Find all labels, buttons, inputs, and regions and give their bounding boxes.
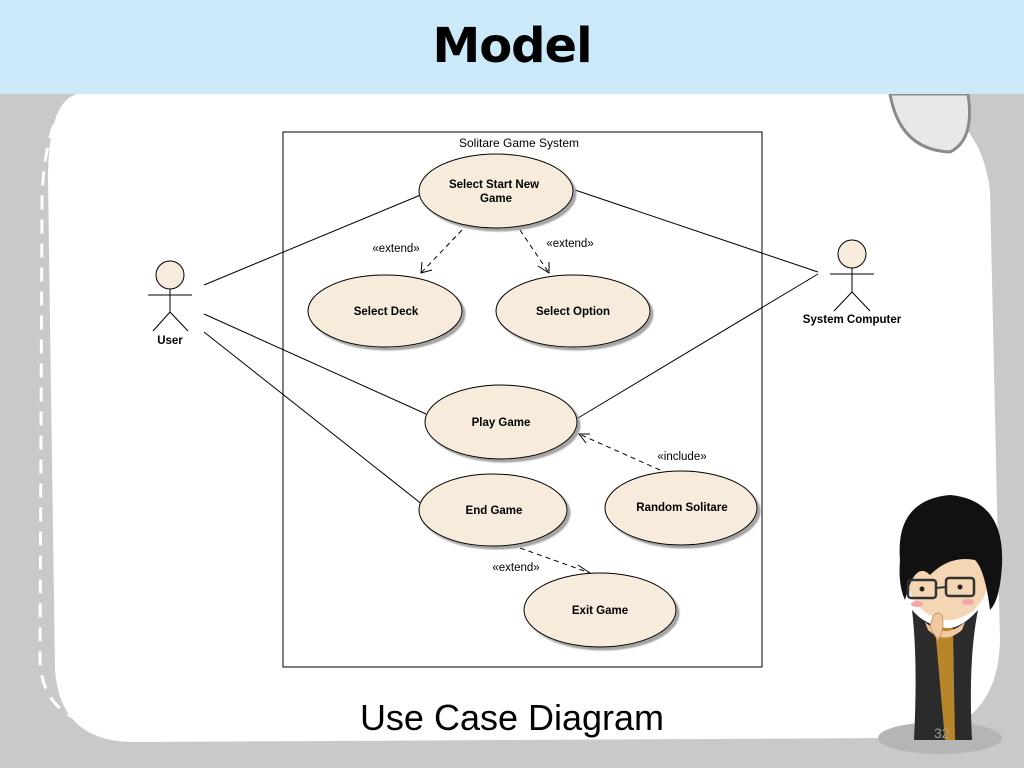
actor-system-computer [830, 239, 874, 312]
use-case-end-game [418, 473, 568, 547]
thinking-character-illustration [899, 495, 1003, 740]
actor-user [148, 260, 192, 332]
use-case-label-random-solitare: Random Solitare [636, 502, 727, 514]
use-case-random-solitare [604, 470, 758, 546]
association-user-select-start [203, 193, 424, 286]
include-arrow-random-solitare [578, 433, 661, 471]
use-case-exit-game [523, 572, 677, 648]
relationship-label-include: «include» [657, 451, 706, 463]
relationship-label-extend-exit: «extend» [492, 562, 539, 574]
use-case-label-play-game: Play Game [472, 417, 531, 429]
dashed-stitch [38, 102, 987, 730]
actor-label-system-computer: System Computer [803, 314, 902, 326]
use-case-select-deck [307, 274, 463, 348]
association-user-play-game [203, 313, 427, 415]
association-user-end-game [203, 331, 424, 506]
use-case-label-select-start-line2: Game [480, 193, 512, 205]
page-number: 32 [934, 725, 950, 741]
use-case-play-game [424, 384, 578, 460]
actor-label-user: User [157, 335, 183, 347]
use-case-label-end-game: End Game [466, 505, 523, 517]
relationship-label-extend-option: «extend» [546, 238, 593, 250]
extend-arrow-select-deck [420, 229, 463, 274]
use-case-select-option [495, 274, 651, 348]
actor-user-head [155, 260, 185, 290]
mouse-decoration [888, 92, 972, 154]
slide-caption: Use Case Diagram [359, 697, 665, 738]
extend-arrow-exit-game [519, 547, 591, 574]
use-case-label-select-option: Select Option [536, 306, 610, 318]
header-bar: Model [0, 0, 1024, 94]
system-boundary-label: Solitare Game System [459, 136, 579, 150]
association-computer-select-start [574, 189, 819, 273]
relationship-label-extend-deck: «extend» [372, 243, 419, 255]
association-computer-play-game [577, 273, 819, 419]
use-case-label-select-start-line1: Select Start New [449, 179, 539, 191]
slide-title: Model [432, 18, 592, 74]
actor-system-computer-head [837, 239, 867, 269]
use-case-select-start-new-game [418, 153, 574, 229]
use-case-label-select-deck: Select Deck [354, 306, 419, 318]
use-case-label-exit-game: Exit Game [572, 605, 628, 617]
